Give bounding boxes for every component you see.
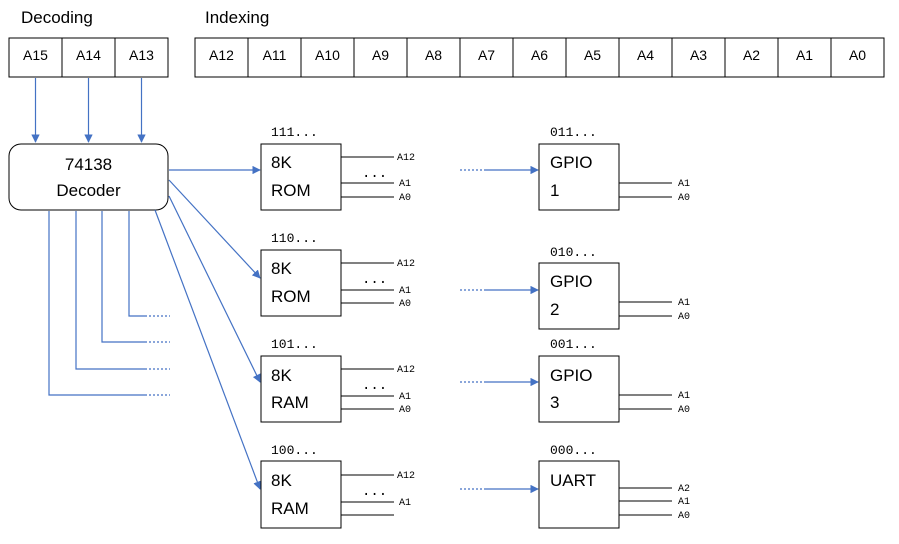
memory-ram-2-type: RAM	[271, 499, 309, 518]
decoder-part-number: 74138	[65, 155, 112, 174]
memory-rom-2-prefix: 110...	[271, 231, 318, 246]
decoder-label: Decoder	[56, 181, 121, 200]
decoder-output-line-6	[101, 211, 145, 343]
memory-rom-2-size: 8K	[271, 259, 292, 278]
memory-ram-2-pin-a12: A12	[397, 471, 415, 482]
indexing-bit-a0: A0	[849, 47, 866, 63]
memory-rom-1-pin-a0: A0	[399, 193, 411, 204]
peripheral-uart-pin-a1: A1	[678, 497, 690, 508]
indexing-register: A12 A11 A10 A9 A8 A7 A6 A5 A4 A3 A2 A1 A…	[194, 37, 885, 78]
memory-ram-1-size: 8K	[271, 366, 292, 385]
peripheral-gpio-2: 010... GPIO 2 A1 A0	[538, 245, 690, 330]
peripheral-uart-name: UART	[550, 471, 596, 490]
peripheral-gpio-3-pin-a1: A1	[678, 391, 690, 402]
indexing-bit-a8: A8	[425, 47, 442, 63]
indexing-bit-a10: A10	[315, 47, 340, 63]
peripheral-uart-pin-a2: A2	[678, 484, 690, 495]
indexing-bit-a9: A9	[372, 47, 389, 63]
decoding-bit-a13: A13	[129, 47, 154, 63]
decoder-to-rom2-arrow	[168, 179, 261, 279]
memory-ram-1-prefix: 101...	[271, 337, 318, 352]
indexing-bit-a11: A11	[263, 47, 287, 63]
peripheral-gpio-3-name: GPIO	[550, 366, 593, 385]
peripheral-uart-pin-a0: A0	[678, 511, 690, 522]
indexing-bit-a6: A6	[531, 47, 548, 63]
peripheral-gpio-3-pin-a0: A0	[678, 405, 690, 416]
memory-rom-2-pin-a1: A1	[399, 286, 411, 297]
decoding-bit-a15: A15	[23, 47, 48, 63]
decoder-output-line-4	[48, 211, 145, 396]
memory-rom-1-ellipsis: ...	[362, 166, 387, 182]
decoding-bit-a14: A14	[76, 47, 101, 63]
peripheral-gpio-3-prefix: 001...	[550, 337, 597, 352]
peripheral-gpio-1-pin-a1: A1	[678, 179, 690, 190]
indexing-bit-a1: A1	[796, 47, 813, 63]
memory-ram-1-pin-a12: A12	[397, 365, 415, 376]
peripheral-gpio-2-pin-a0: A0	[678, 312, 690, 323]
peripheral-gpio-1-prefix: 011...	[550, 125, 597, 140]
peripheral-gpio-3: 001... GPIO 3 A1 A0	[538, 337, 690, 423]
memory-ram-1-pin-a0: A0	[399, 405, 411, 416]
indexing-heading: Indexing	[205, 8, 269, 27]
decoder-output-line-5	[75, 211, 145, 370]
memory-ram-1-ellipsis: ...	[362, 378, 387, 394]
indexing-bit-a7: A7	[478, 47, 495, 63]
memory-ram-2-prefix: 100...	[271, 443, 318, 458]
decoder-output-line-7	[128, 211, 145, 317]
memory-ram-2-ellipsis: ...	[362, 484, 387, 500]
peripheral-uart: 000... UART A2 A1 A0	[538, 443, 690, 529]
peripheral-gpio-1-pin-a0: A0	[678, 193, 690, 204]
peripheral-uart-prefix: 000...	[550, 443, 597, 458]
indexing-bit-a12: A12	[209, 47, 234, 63]
memory-rom-2-pin-a12: A12	[397, 259, 415, 270]
memory-rom-1: 111... 8K ROM A12 ... A1 A0	[260, 125, 415, 211]
memory-rom-2-ellipsis: ...	[362, 272, 387, 288]
memory-rom-1-size: 8K	[271, 153, 292, 172]
peripheral-gpio-2-name: GPIO	[550, 272, 593, 291]
peripheral-gpio-3-number: 3	[550, 393, 559, 412]
indexing-bit-a2: A2	[743, 47, 760, 63]
memory-rom-1-pin-a12: A12	[397, 153, 415, 164]
memory-ram-1-type: RAM	[271, 393, 309, 412]
peripheral-gpio-2-prefix: 010...	[550, 245, 597, 260]
decoding-heading: Decoding	[21, 8, 93, 27]
memory-rom-1-type: ROM	[271, 181, 311, 200]
memory-ram-1-pin-a1: A1	[399, 392, 411, 403]
memory-rom-2: 110... 8K ROM A12 ... A1 A0	[260, 231, 415, 317]
decoder-to-ram2-arrow	[154, 209, 262, 490]
memory-rom-1-prefix: 111...	[271, 125, 318, 140]
memory-rom-1-pin-a1: A1	[399, 179, 411, 190]
indexing-bit-a3: A3	[690, 47, 707, 63]
decoder-block: 74138 Decoder	[8, 143, 169, 211]
decoder-to-ram1-arrow	[168, 195, 261, 383]
peripheral-gpio-2-pin-a1: A1	[678, 298, 690, 309]
peripheral-gpio-1: 011... GPIO 1 A1 A0	[538, 125, 690, 211]
indexing-bit-a5: A5	[584, 47, 601, 63]
memory-ram-1: 101... 8K RAM A12 ... A1 A0	[260, 337, 415, 423]
peripheral-gpio-2-number: 2	[550, 300, 559, 319]
memory-ram-2: 100... 8K RAM A12 ... A1	[260, 443, 415, 529]
memory-ram-2-pin-a1: A1	[399, 498, 411, 509]
decoding-register: A15 A14 A13	[8, 37, 169, 78]
peripheral-gpio-1-name: GPIO	[550, 153, 593, 172]
peripheral-gpio-1-number: 1	[550, 181, 559, 200]
indexing-bit-a4: A4	[637, 47, 654, 63]
memory-rom-2-type: ROM	[271, 287, 311, 306]
memory-ram-2-size: 8K	[271, 471, 292, 490]
memory-rom-2-pin-a0: A0	[399, 299, 411, 310]
